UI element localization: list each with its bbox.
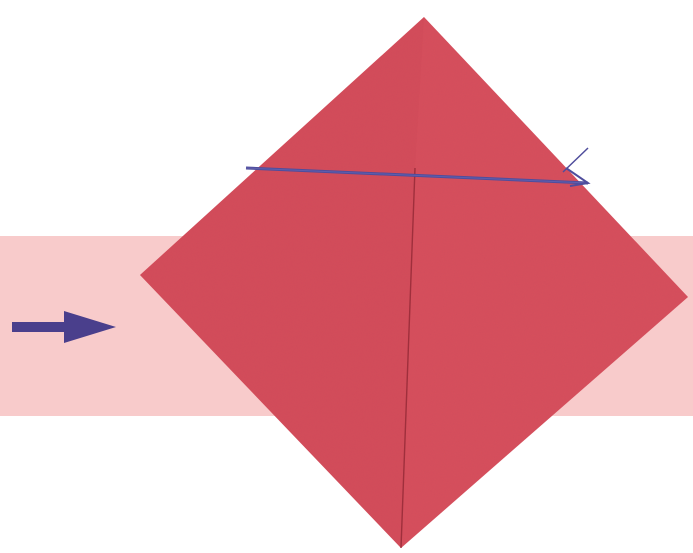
paper-left-half [140, 17, 424, 548]
